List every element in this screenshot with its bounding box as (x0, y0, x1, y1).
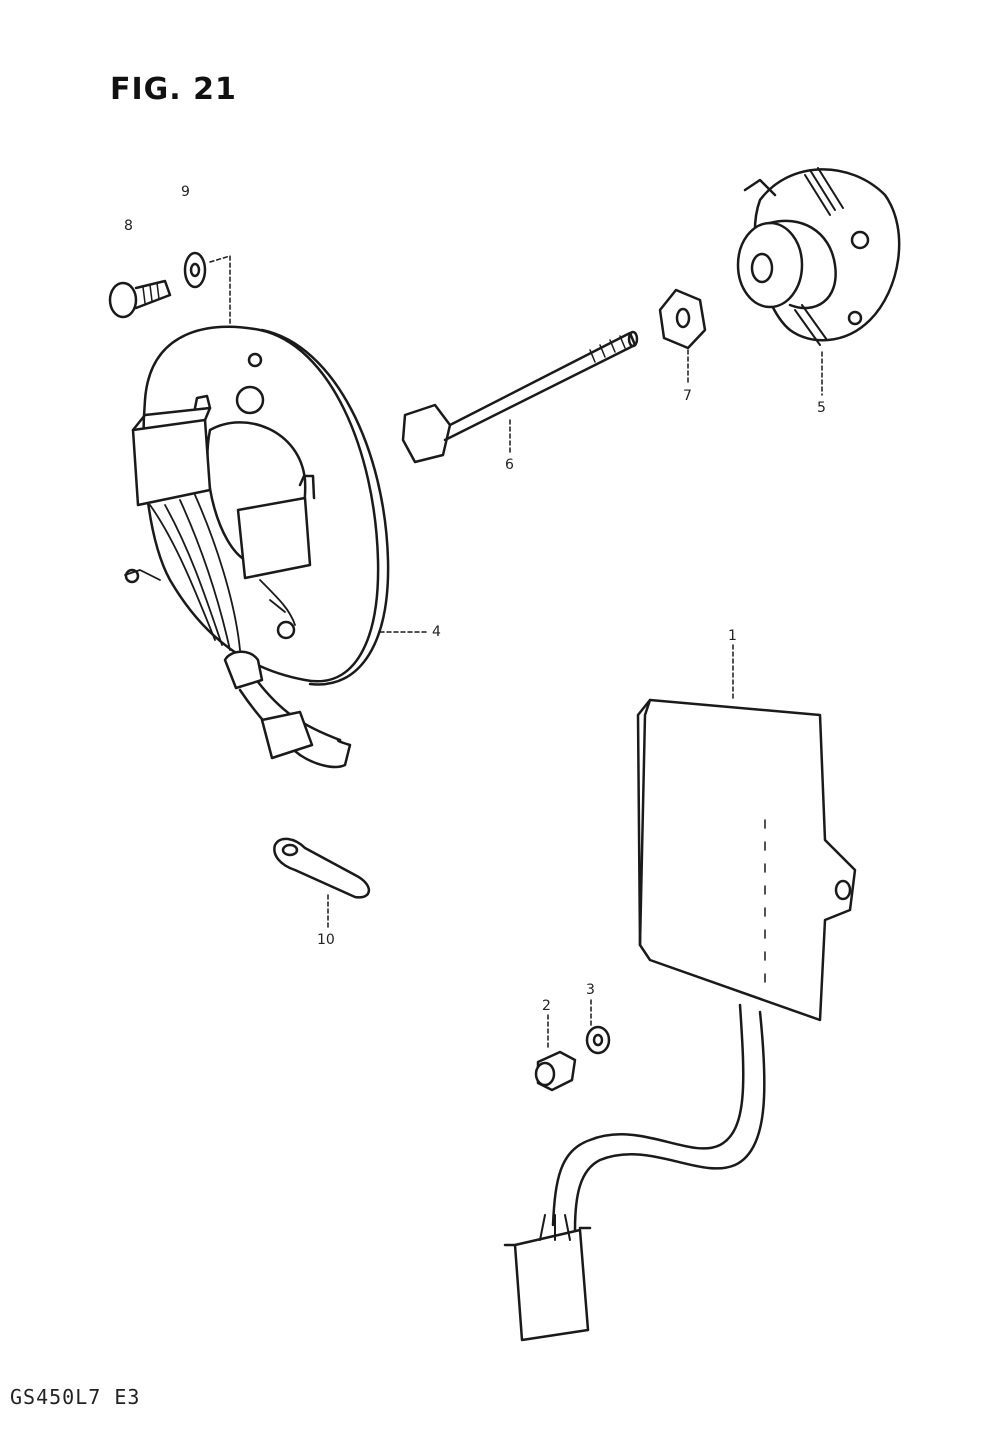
callout-10: 10 (317, 932, 335, 948)
part-1-igniter-unit (503, 698, 857, 1342)
callout-2: 2 (542, 998, 551, 1014)
model-code: GS450L7 E3 (10, 1385, 141, 1409)
callout-7: 7 (683, 388, 692, 404)
callout-3: 3 (586, 982, 595, 998)
part-9-washer (183, 251, 207, 289)
part-6-long-bolt (401, 330, 639, 464)
part-7-nut (658, 288, 707, 350)
part-3-washer (585, 1025, 611, 1055)
callout-4: 4 (432, 624, 441, 640)
callout-6: 6 (505, 457, 514, 473)
part-4-pickup-plate (124, 325, 390, 769)
part-5-governor (736, 167, 901, 346)
part-2-screw (534, 1050, 577, 1092)
part-8-bolt (108, 279, 172, 319)
part-10-terminal (273, 837, 371, 899)
callout-8: 8 (124, 218, 133, 234)
callout-5: 5 (817, 400, 826, 416)
callout-9: 9 (181, 184, 190, 200)
figure-title: FIG. 21 (110, 72, 237, 107)
callout-1: 1 (728, 628, 737, 644)
